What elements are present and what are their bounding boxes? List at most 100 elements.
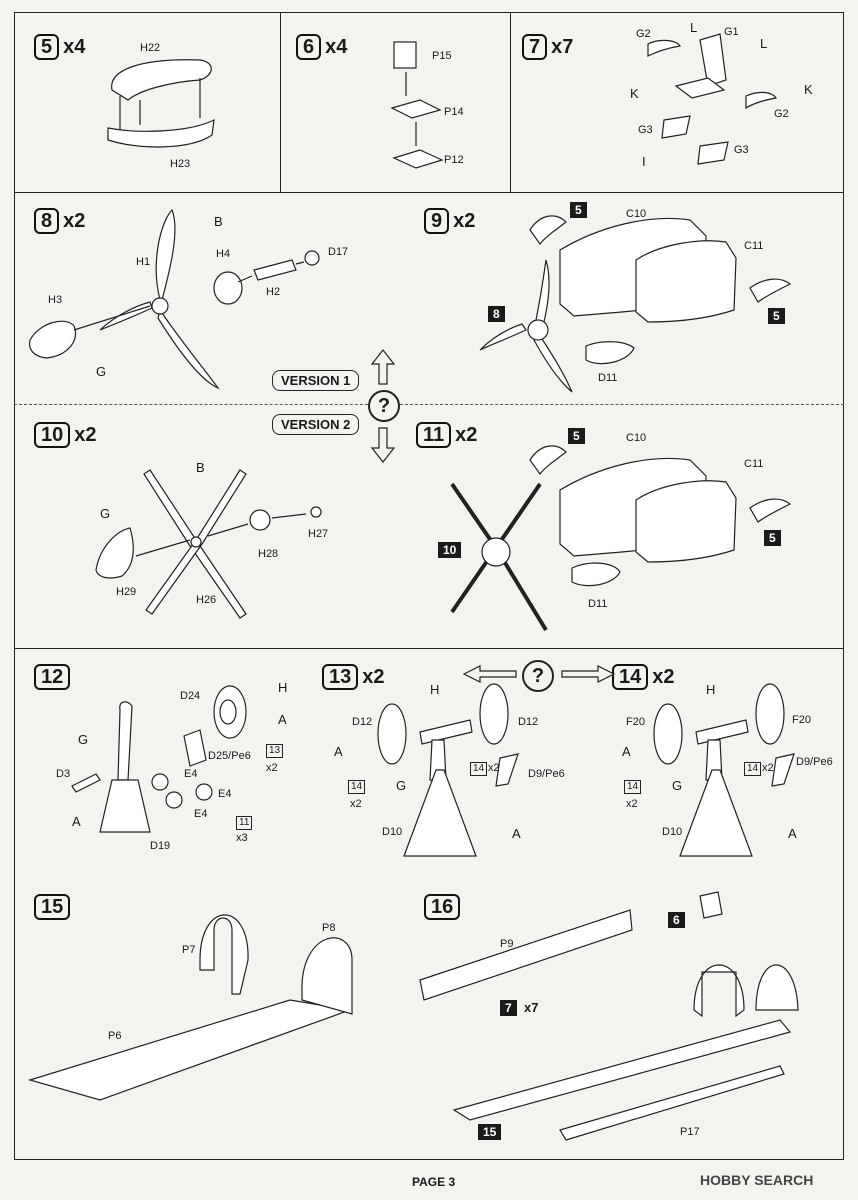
divider xyxy=(510,12,511,192)
part-label: P15 xyxy=(432,50,452,62)
part-label: H2 xyxy=(266,286,281,298)
part-label: H xyxy=(706,682,716,697)
circled-ref: 11 xyxy=(236,816,253,830)
step-number: 12 xyxy=(34,664,71,690)
part-label: D24 xyxy=(180,690,201,702)
arrow-down-icon xyxy=(370,427,396,463)
part-label: G1 xyxy=(724,26,739,38)
circled-ref: 14 xyxy=(744,762,762,776)
part-label: x3 xyxy=(236,832,248,844)
step-ref-badge: 5 xyxy=(568,428,585,444)
part-label: x7 xyxy=(524,1000,539,1015)
part-label: G2 xyxy=(774,108,789,120)
part-label: D9/Pe6 xyxy=(796,756,833,768)
part-label: L xyxy=(690,20,698,35)
divider xyxy=(14,648,844,649)
part-label: G3 xyxy=(734,144,749,156)
part-label: F20 xyxy=(792,714,811,726)
step-12-header: 12 xyxy=(34,664,71,690)
step-multiplier: x2 xyxy=(362,665,385,688)
arrow-up-icon xyxy=(370,349,396,385)
part-label: K xyxy=(804,82,813,97)
step-number: 10 xyxy=(34,422,71,448)
part-label: C10 xyxy=(626,208,647,220)
step-ref-badge: 10 xyxy=(438,542,462,558)
version-1-label: VERSION 1 xyxy=(272,370,360,391)
part-label: A xyxy=(278,712,287,727)
part-label: G2 xyxy=(636,28,651,40)
step-number: 16 xyxy=(424,894,461,920)
part-label: D3 xyxy=(56,768,71,780)
step-ref-badge: 6 xyxy=(668,912,685,928)
step-number: 9 xyxy=(424,208,450,234)
part-label: G xyxy=(100,506,111,521)
version-divider xyxy=(14,404,844,405)
part-label: F20 xyxy=(626,716,645,728)
page-number: PAGE 3 xyxy=(412,1175,456,1189)
arrow-left-icon xyxy=(462,665,517,683)
step-ref-badge: 5 xyxy=(768,308,785,324)
part-label: E4 xyxy=(218,788,232,800)
part-label: B xyxy=(214,214,223,229)
part-label: A xyxy=(788,826,797,841)
part-label: G xyxy=(96,364,107,379)
step-multiplier: x4 xyxy=(325,35,348,58)
part-label: P8 xyxy=(322,922,336,934)
part-label: K xyxy=(630,86,639,101)
circled-ref: 14 xyxy=(348,780,366,794)
step-multiplier: x2 xyxy=(74,423,97,446)
part-label: H23 xyxy=(170,158,191,170)
part-label: H4 xyxy=(216,248,231,260)
part-label: I xyxy=(642,154,646,169)
step-15-header: 15 xyxy=(34,894,71,920)
part-label: H xyxy=(430,682,440,697)
question-icon: ? xyxy=(368,390,400,422)
part-label: H27 xyxy=(308,528,329,540)
step-number: 14 xyxy=(612,664,649,690)
step-number: 6 xyxy=(296,34,322,60)
instruction-sheet xyxy=(14,12,844,1160)
step-multiplier: x2 xyxy=(63,209,86,232)
part-label: P6 xyxy=(108,1030,122,1042)
part-label: D9/Pe6 xyxy=(528,768,565,780)
part-label: G xyxy=(396,778,407,793)
step-multiplier: x2 xyxy=(652,665,675,688)
part-label: A xyxy=(622,744,631,759)
part-label: H22 xyxy=(140,42,161,54)
part-label: P14 xyxy=(444,106,464,118)
part-label: B xyxy=(196,460,205,475)
part-label: E4 xyxy=(184,768,198,780)
watermark: HOBBY SEARCH xyxy=(700,1172,814,1188)
part-label: x2 xyxy=(626,798,638,810)
part-label: G xyxy=(672,778,683,793)
step-multiplier: x2 xyxy=(453,209,476,232)
circled-ref: 14 xyxy=(470,762,488,776)
version-2-label: VERSION 2 xyxy=(272,414,360,435)
step-number: 5 xyxy=(34,34,60,60)
part-label: D10 xyxy=(382,826,403,838)
part-label: D12 xyxy=(352,716,373,728)
step-number: 13 xyxy=(322,664,359,690)
part-label: H26 xyxy=(196,594,217,606)
part-label: C11 xyxy=(744,458,764,470)
step-ref-badge: 15 xyxy=(478,1124,502,1140)
part-label: H1 xyxy=(136,256,151,268)
part-label: x2 xyxy=(266,762,278,774)
part-label: C10 xyxy=(626,432,647,444)
part-label: G3 xyxy=(638,124,653,136)
part-label: x2 xyxy=(488,762,500,774)
part-label: D10 xyxy=(662,826,683,838)
part-label: P17 xyxy=(680,1126,700,1138)
part-label: x2 xyxy=(350,798,362,810)
part-label: D19 xyxy=(150,840,171,852)
part-label: D17 xyxy=(328,246,349,258)
part-label: D11 xyxy=(588,598,608,610)
divider xyxy=(14,192,844,193)
